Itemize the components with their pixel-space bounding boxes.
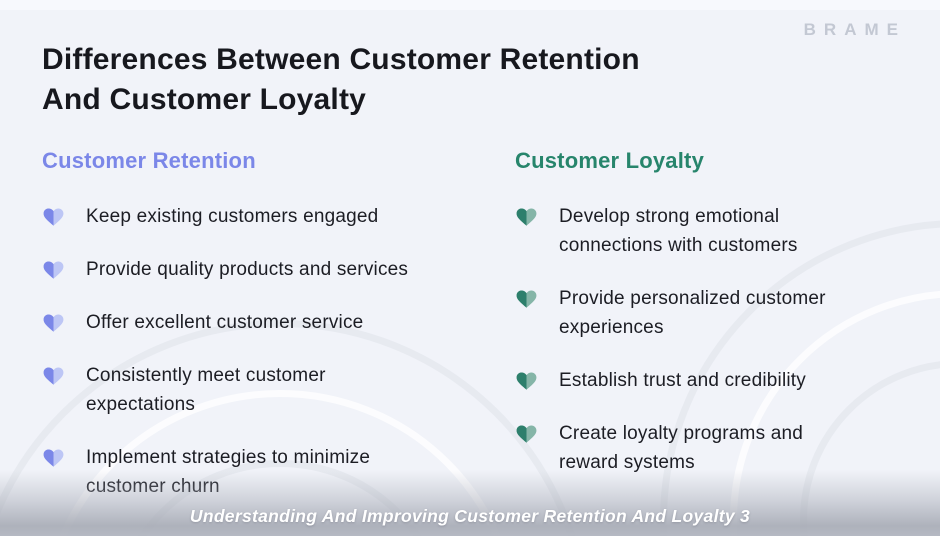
list-item: Create loyalty programs and reward syste… — [515, 419, 915, 477]
heart-icon — [43, 261, 64, 279]
bullet-text: Provide personalized customer experience… — [559, 288, 826, 338]
column-heading-loyalty: Customer Loyalty — [515, 148, 705, 173]
heart-icon — [43, 367, 64, 385]
list-item: Provide personalized customer experience… — [515, 284, 915, 342]
heart-icon — [43, 314, 64, 332]
list-item: Develop strong emotional connections wit… — [515, 202, 915, 260]
heart-icon — [516, 425, 537, 443]
subtitle-band: Understanding And Improving Customer Ret… — [0, 470, 940, 536]
bullet-text: Consistently meet customer expectations — [86, 365, 326, 415]
column-heading-retention: Customer Retention — [42, 148, 256, 173]
bullet-text: Develop strong emotional connections wit… — [559, 206, 798, 256]
heart-icon — [43, 449, 64, 467]
retention-bullet-list: Keep existing customers engaged Provide … — [42, 202, 487, 501]
top-strip-divider — [0, 0, 940, 10]
list-item: Establish trust and credibility — [515, 366, 915, 395]
bullet-text: Provide quality products and services — [86, 259, 409, 280]
subtitle-caption: Understanding And Improving Customer Ret… — [189, 506, 751, 526]
bullet-text: Keep existing customers engaged — [86, 206, 379, 227]
loyalty-bullet-list: Develop strong emotional connections wit… — [515, 202, 915, 477]
bullet-text: Create loyalty programs and reward syste… — [559, 423, 804, 473]
list-item: Offer excellent customer service — [42, 308, 487, 337]
heart-icon — [516, 372, 537, 390]
list-item: Keep existing customers engaged — [42, 202, 487, 231]
bullet-text: Offer excellent customer service — [86, 312, 364, 333]
bullet-text: Establish trust and credibility — [559, 370, 806, 391]
heart-icon — [516, 290, 537, 308]
brame-logo: BRAME — [803, 20, 906, 39]
heart-icon — [516, 208, 537, 226]
page-title: Differences Between Customer Retention A… — [42, 43, 640, 116]
column-customer-loyalty: Customer Loyalty Develop strong emotiona… — [515, 148, 915, 477]
list-item: Consistently meet customer expectations — [42, 361, 487, 419]
heart-icon — [43, 208, 64, 226]
list-item: Provide quality products and services — [42, 255, 487, 284]
column-customer-retention: Customer Retention Keep existing custome… — [42, 148, 487, 501]
